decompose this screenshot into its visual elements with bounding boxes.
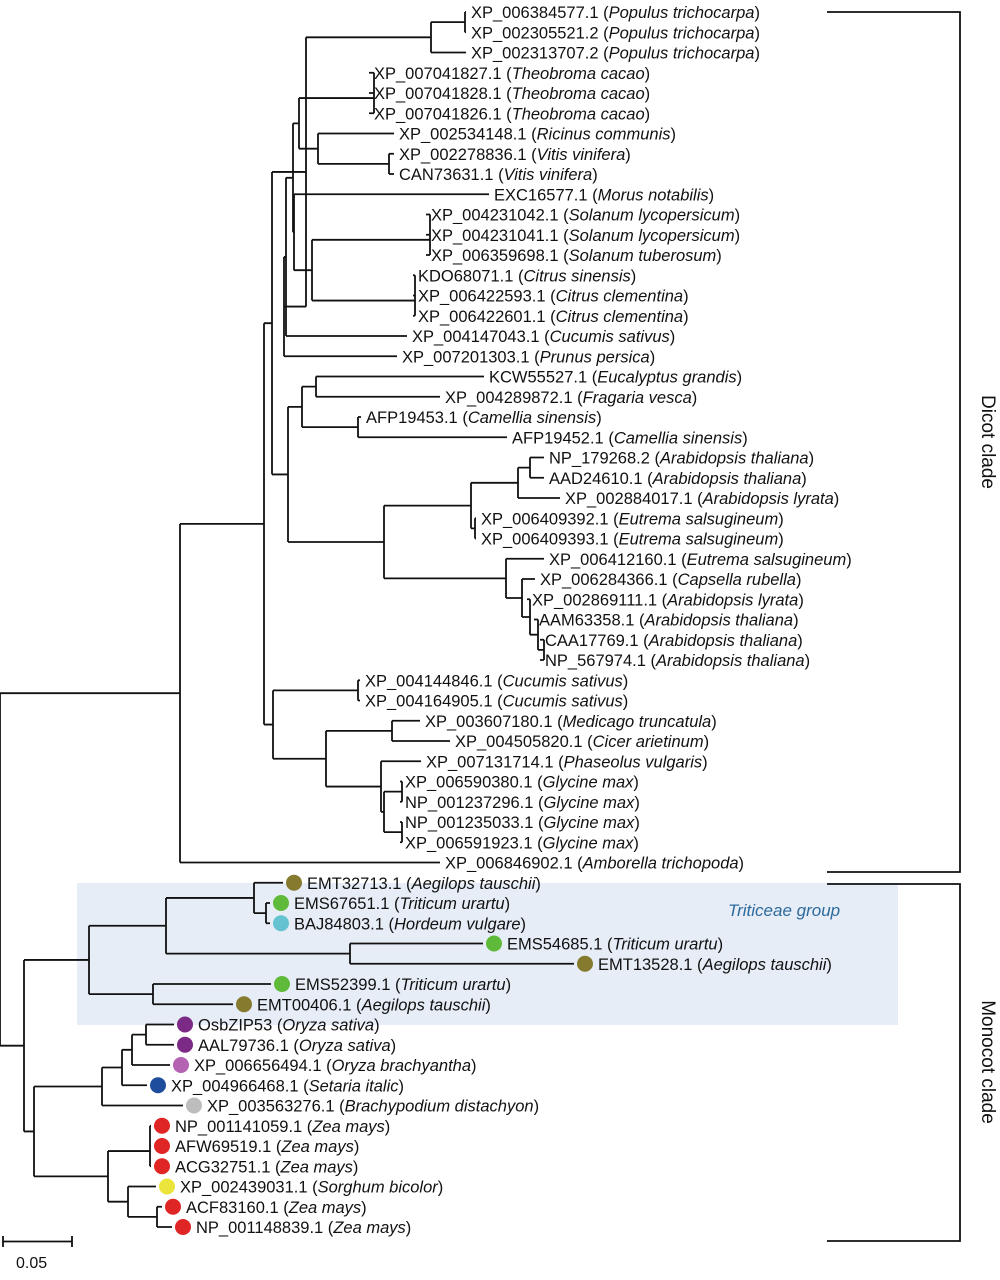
leaf-label: EMS54685.1 (Triticum urartu) — [507, 936, 723, 954]
leaf-label: XP_003607180.1 (Medicago truncatula) — [425, 713, 717, 731]
leaf-label: XP_003563276.1 (Brachypodium distachyon) — [207, 1098, 539, 1116]
leaf-label: CAA17769.1 (Arabidopsis thaliana) — [545, 632, 803, 650]
tree-branches — [0, 11, 574, 1228]
leaf-label: XP_002439031.1 (Sorghum bicolor) — [180, 1179, 443, 1197]
species-dot — [173, 1057, 189, 1073]
leaf-label: XP_007041826.1 (Theobroma cacao) — [374, 105, 650, 123]
monocot-clade-bracket — [827, 883, 961, 1242]
leaf-label: XP_006359698.1 (Solanum tuberosum) — [431, 247, 722, 265]
species-dot — [273, 895, 289, 911]
species-dot — [486, 935, 502, 952]
leaf-label: AFP19452.1 (Camellia sinensis) — [512, 429, 748, 447]
leaf-label: NP_567974.1 (Arabidopsis thaliana) — [545, 652, 810, 670]
leaf-label: XP_006412160.1 (Eutrema salsugineum) — [549, 551, 852, 569]
leaf-label: NP_001141059.1 (Zea mays) — [175, 1118, 390, 1136]
triticeae-group-label: Triticeae group — [728, 901, 840, 920]
leaf-label: EMT13528.1 (Aegilops tauschii) — [598, 956, 832, 974]
leaf-label: EMT00406.1 (Aegilops tauschii) — [257, 996, 491, 1014]
leaf-label: XP_004505820.1 (Cicer arietinum) — [455, 733, 709, 751]
leaf-label: EXC16577.1 (Morus notabilis) — [494, 186, 714, 204]
leaf-label: XP_007131714.1 (Phaseolus vulgaris) — [426, 753, 708, 771]
leaf-label: XP_006422601.1 (Citrus clementina) — [418, 308, 689, 326]
species-dot — [154, 1138, 170, 1154]
species-dot — [165, 1198, 181, 1215]
leaf-label: XP_004164905.1 (Cucumis sativus) — [365, 693, 628, 711]
leaf-label: ACG32751.1 (Zea mays) — [175, 1158, 358, 1176]
leaf-label: EMS52399.1 (Triticum urartu) — [295, 976, 511, 994]
leaf-label: XP_004289872.1 (Fragaria vesca) — [445, 389, 697, 407]
leaf-label: XP_004144846.1 (Cucumis sativus) — [365, 672, 628, 690]
leaf-label: XP_007041828.1 (Theobroma cacao) — [374, 85, 650, 103]
leaf-label: XP_004966468.1 (Setaria italic) — [171, 1077, 404, 1095]
leaf-label: XP_004231042.1 (Solanum lycopersicum) — [431, 207, 740, 225]
leaf-label: XP_006284366.1 (Capsella rubella) — [540, 571, 801, 589]
leaf-label: OsbZIP53 (Oryza sativa) — [198, 1017, 380, 1035]
leaf-label: XP_002313707.2 (Populus trichocarpa) — [471, 45, 760, 63]
leaf-label: NP_001235033.1 (Glycine max) — [405, 814, 640, 832]
leaf-labels: XP_006384577.1 (Populus trichocarpa) XP_0… — [171, 4, 852, 1237]
dicot-clade-bracket — [827, 11, 961, 873]
scale-bar — [2, 1236, 73, 1247]
leaf-label: XP_006591923.1 (Glycine max) — [405, 834, 639, 852]
leaf-label: XP_002534148.1 (Ricinus communis) — [399, 126, 676, 144]
species-dot — [273, 915, 289, 932]
dicot-clade-label: Dicot clade — [977, 395, 998, 489]
leaf-label: XP_006409392.1 (Eutrema salsugineum) — [481, 510, 784, 528]
leaf-label: XP_002884017.1 (Arabidopsis lyrata) — [565, 490, 839, 508]
species-dot — [177, 1036, 193, 1053]
leaf-label: CAN73631.1 (Vitis vinifera) — [399, 166, 598, 184]
leaf-label: XP_006846902.1 (Amborella trichopoda) — [445, 855, 744, 873]
leaf-label: NP_001237296.1 (Glycine max) — [405, 794, 640, 812]
species-dot — [236, 996, 252, 1013]
leaf-label: XP_007041827.1 (Theobroma cacao) — [374, 65, 650, 83]
leaf-label: AFP19453.1 (Camellia sinensis) — [366, 409, 602, 427]
species-dot — [274, 976, 290, 992]
branch-path — [0, 11, 574, 1228]
species-dot — [154, 1158, 170, 1175]
species-dot — [175, 1219, 191, 1235]
leaf-label: XP_002305521.2 (Populus trichocarpa) — [471, 24, 760, 42]
leaf-label: XP_006422593.1 (Citrus clementina) — [418, 288, 689, 306]
leaf-label: AFW69519.1 (Zea mays) — [175, 1138, 359, 1156]
species-dot — [159, 1178, 175, 1195]
leaf-label: XP_002278836.1 (Vitis vinifera) — [399, 146, 631, 164]
species-dot — [154, 1117, 170, 1134]
species-dot — [286, 874, 302, 891]
leaf-label: ACF83160.1 (Zea mays) — [186, 1199, 367, 1217]
leaf-label: EMT32713.1 (Aegilops tauschii) — [307, 875, 541, 893]
monocot-clade-label: Monocot clade — [977, 1000, 998, 1124]
leaf-label: EMS67651.1 (Triticum urartu) — [294, 895, 510, 913]
species-dot — [177, 1016, 193, 1033]
species-dot — [186, 1097, 202, 1114]
leaf-label: NP_001148839.1 (Zea mays) — [196, 1219, 411, 1237]
leaf-label: XP_004147043.1 (Cucumis sativus) — [412, 328, 675, 346]
species-dots — [150, 874, 593, 1235]
leaf-label: AAM63358.1 (Arabidopsis thaliana) — [539, 612, 799, 630]
leaf-label: KCW55527.1 (Eucalyptus grandis) — [489, 369, 742, 387]
leaf-label: XP_006656494.1 (Oryza brachyantha) — [194, 1057, 477, 1075]
leaf-label: XP_002869111.1 (Arabidopsis lyrata) — [532, 591, 804, 609]
leaf-label: XP_006590380.1 (Glycine max) — [405, 774, 639, 792]
leaf-label: NP_179268.2 (Arabidopsis thaliana) — [549, 450, 814, 468]
scale-bar-label: 0.05 — [16, 1255, 47, 1272]
leaf-label: XP_007201303.1 (Prunus persica) — [402, 348, 655, 366]
leaf-label: KDO68071.1 (Citrus sinensis) — [418, 267, 636, 285]
leaf-label: AAD24610.1 (Arabidopsis thaliana) — [549, 470, 807, 488]
species-dot — [577, 955, 593, 972]
leaf-label: BAJ84803.1 (Hordeum vulgare) — [294, 915, 526, 933]
species-dot — [150, 1077, 166, 1094]
leaf-label: XP_006384577.1 (Populus trichocarpa) — [471, 4, 760, 22]
leaf-label: AAL79736.1 (Oryza sativa) — [198, 1037, 396, 1055]
leaf-label: XP_006409393.1 (Eutrema salsugineum) — [481, 531, 784, 549]
leaf-label: XP_004231041.1 (Solanum lycopersicum) — [431, 227, 740, 245]
